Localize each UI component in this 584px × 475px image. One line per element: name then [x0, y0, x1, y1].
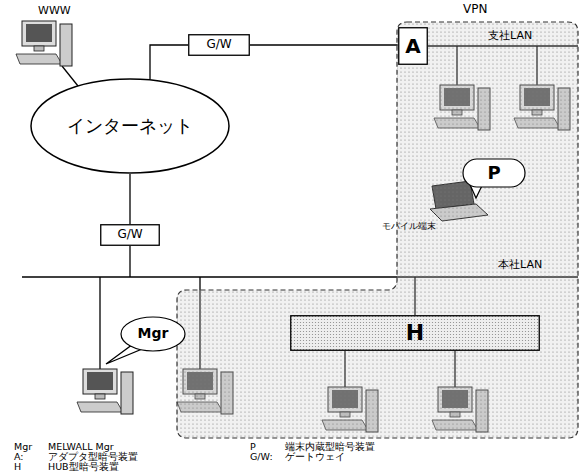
- legend-key: G/W:: [250, 452, 273, 462]
- server-label: WWW: [38, 5, 71, 17]
- node-label: P: [487, 163, 500, 183]
- vpn-region: VPNAPH: [175, 22, 580, 440]
- legend-key: H: [14, 462, 21, 472]
- node-label: H: [406, 321, 424, 345]
- region-title: VPN: [463, 3, 487, 16]
- legend-text: ゲートウェイ: [285, 452, 345, 462]
- node-label: インターネット: [67, 116, 193, 136]
- node-label: A: [405, 35, 420, 57]
- network-link: [150, 45, 188, 79]
- callout-outline: [463, 159, 525, 187]
- network-link: [129, 174, 130, 224]
- legend-text: 端末内蔵型暗号装置: [285, 442, 375, 452]
- node-label: Mgr: [138, 326, 169, 341]
- box-outline: [399, 28, 428, 65]
- node-label: G/W: [117, 228, 142, 241]
- gateway-box: G/W: [188, 34, 250, 56]
- hub-encryptor-box: H: [290, 315, 540, 351]
- region-outline: [177, 22, 578, 438]
- box-outline: [291, 316, 540, 351]
- gateway-drop: [129, 246, 130, 277]
- node-label: G/W: [206, 38, 231, 51]
- callout-outline: [121, 317, 185, 351]
- legend-text: アダプタ型暗号装置: [48, 452, 138, 462]
- lan-drop: [99, 277, 100, 369]
- www-computer: [16, 21, 72, 66]
- box-outline: [189, 35, 250, 56]
- lan-label: 本社LAN: [498, 259, 542, 271]
- node-outline: [175, 22, 580, 440]
- legend-key: P: [250, 442, 256, 452]
- legend-key: A:: [14, 452, 24, 462]
- adapter-encryptor-box: A: [398, 27, 428, 65]
- lan-label: 支社LAN: [488, 30, 532, 42]
- callout-bubble: Mgr: [120, 316, 186, 352]
- legend-key: Mgr: [14, 442, 32, 452]
- internet-cloud: インターネット: [30, 78, 230, 174]
- main-computer: [77, 369, 133, 414]
- www-link: [62, 66, 78, 86]
- callout-bubble: P: [462, 158, 526, 188]
- box-outline: [101, 225, 160, 246]
- cloud-outline: [31, 79, 229, 173]
- gateway-box: G/W: [100, 224, 160, 246]
- region-fill: [177, 22, 578, 438]
- legend-text: HUB型暗号装置: [48, 462, 119, 472]
- network-link: [250, 44, 398, 45]
- device-label: モバイル端末: [382, 222, 436, 232]
- legend-text: MELWALL Mgr: [48, 442, 114, 452]
